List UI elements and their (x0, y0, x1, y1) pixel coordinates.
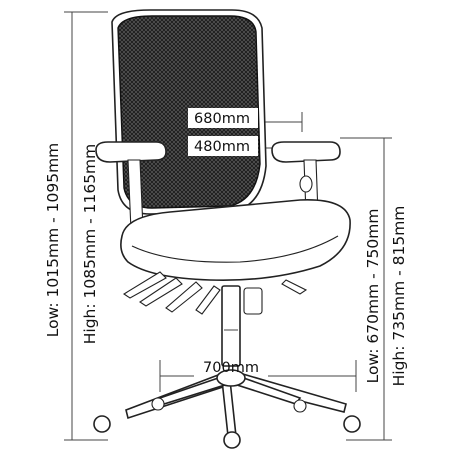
height-high-label: High: 1085mm - 1165mm (81, 144, 99, 345)
base-width-dimension (159, 360, 357, 392)
overall-height-dimension (64, 11, 108, 441)
seat-low-label: Low: 670mm - 750mm (364, 209, 382, 384)
height-low-label: Low: 1015mm - 1095mm (44, 143, 62, 338)
seat-height-dimension (340, 137, 392, 441)
castor-wheels (93, 397, 361, 449)
labels: Low: 1015mm - 1095mm High: 1085mm - 1165… (44, 108, 408, 386)
seat-high-label: High: 735mm - 815mm (390, 206, 408, 387)
office-chair-illustration (93, 9, 361, 449)
base-width-label: 700mm (203, 360, 259, 376)
depth-top-label: 680mm (194, 111, 250, 127)
width-top-label: 480mm (194, 139, 250, 155)
